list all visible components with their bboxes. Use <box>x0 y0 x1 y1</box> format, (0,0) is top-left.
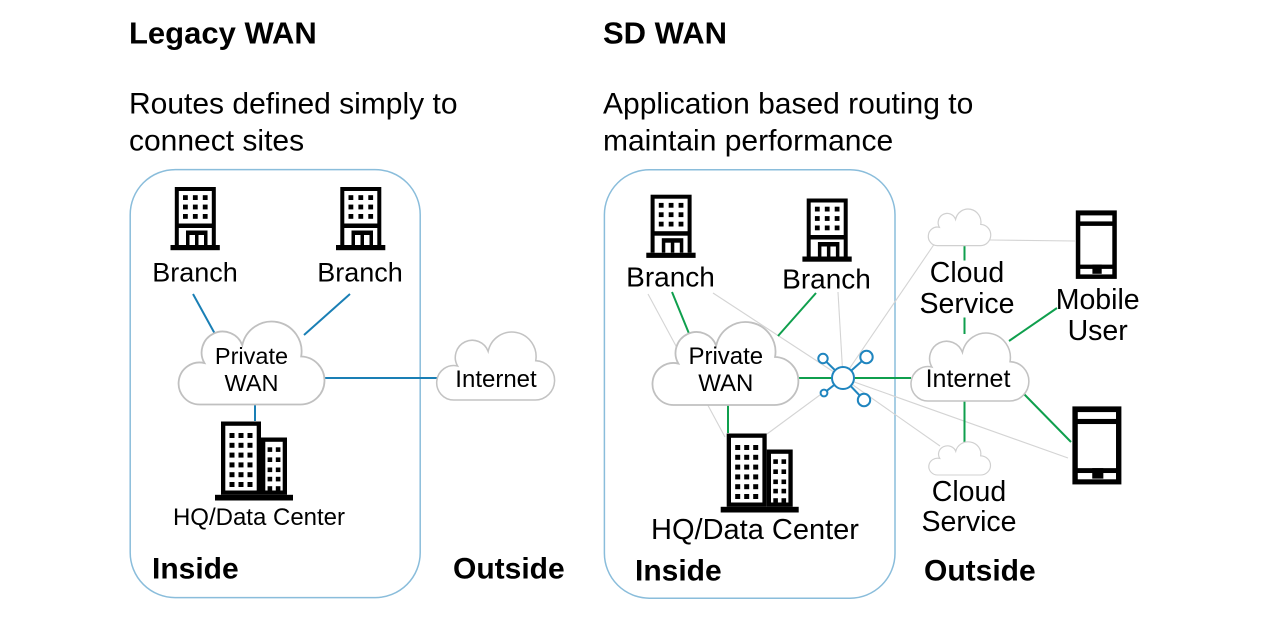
svg-text:Outside: Outside <box>453 553 565 586</box>
svg-text:Branch: Branch <box>626 262 715 293</box>
svg-text:WAN: WAN <box>698 370 753 397</box>
svg-text:User: User <box>1068 315 1129 347</box>
svg-text:Branch: Branch <box>782 264 871 295</box>
svg-text:Internet: Internet <box>455 366 537 393</box>
svg-text:Service: Service <box>919 288 1014 320</box>
svg-text:Service: Service <box>921 506 1016 538</box>
svg-text:Inside: Inside <box>152 553 239 586</box>
svg-text:SD WAN: SD WAN <box>603 16 727 51</box>
svg-text:HQ/Data Center: HQ/Data Center <box>173 504 345 531</box>
svg-text:connect sites: connect sites <box>129 125 304 158</box>
svg-text:Internet: Internet <box>926 365 1011 393</box>
svg-text:Branch: Branch <box>152 258 238 288</box>
svg-text:Outside: Outside <box>924 555 1036 588</box>
svg-text:Legacy WAN: Legacy WAN <box>129 16 317 51</box>
svg-text:Private: Private <box>688 343 763 370</box>
svg-text:Branch: Branch <box>317 258 403 288</box>
svg-text:Cloud: Cloud <box>932 476 1006 508</box>
svg-text:maintain performance: maintain performance <box>603 125 893 158</box>
svg-text:Mobile: Mobile <box>1056 284 1140 316</box>
svg-text:WAN: WAN <box>225 370 279 396</box>
svg-text:Routes defined simply to: Routes defined simply to <box>129 88 458 121</box>
svg-text:HQ/Data Center: HQ/Data Center <box>651 514 859 546</box>
svg-text:Private: Private <box>215 343 288 369</box>
svg-text:Application based routing to: Application based routing to <box>603 88 973 121</box>
svg-text:Cloud: Cloud <box>930 257 1004 289</box>
svg-text:Inside: Inside <box>635 555 722 588</box>
